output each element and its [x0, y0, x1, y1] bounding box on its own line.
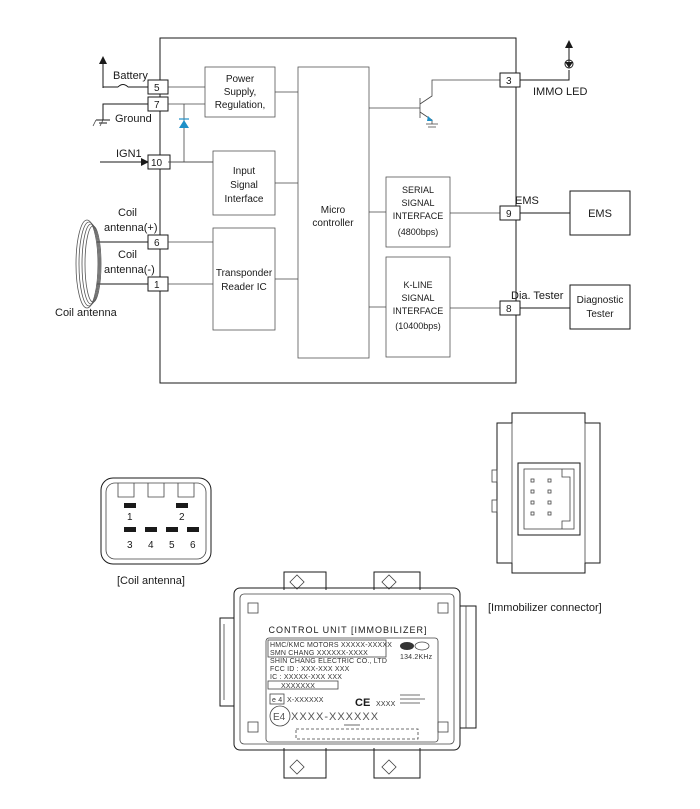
svg-text:5: 5 [169, 540, 175, 551]
coil-neg-label-1: Coil [118, 249, 137, 261]
svg-text:Transponder: Transponder [216, 268, 273, 279]
svg-text:IC : XXXXX-XXX XXX: IC : XXXXX-XXX XXX [270, 674, 342, 681]
unit-label-plate: CONTROL UNIT [IMMOBILIZER] HMC/KMC MOTOR… [265, 625, 439, 743]
svg-text:(10400bps): (10400bps) [395, 321, 441, 331]
svg-text:e 4: e 4 [272, 697, 282, 704]
ground-pin: Ground 7 [92, 96, 169, 127]
pin-3-number: 3 [506, 76, 512, 87]
svg-text:Diagnostic: Diagnostic [577, 295, 624, 306]
svg-text:3: 3 [127, 540, 133, 551]
diode-symbol [168, 103, 213, 163]
pin-7-number: 7 [154, 100, 160, 111]
coil-antenna-connector: 1 2 3 4 5 6 [Coil antenna] [100, 477, 212, 587]
power-supply-block: Power Supply, Regulation, [204, 66, 276, 118]
svg-text:XXXX: XXXX [376, 701, 396, 708]
svg-text:SIGNAL: SIGNAL [401, 293, 434, 303]
pin-1-number: 1 [154, 280, 160, 291]
immobilizer-connector: [Immobilizer connector] [488, 412, 602, 614]
battery-pin: Battery 5 [99, 56, 169, 95]
ems-box-label: EMS [588, 208, 612, 220]
svg-text:6: 6 [190, 540, 196, 551]
svg-text:Micro: Micro [321, 205, 346, 216]
immobilizer-connector-caption: [Immobilizer connector] [488, 602, 602, 614]
pin-8-number: 8 [506, 304, 512, 315]
ems-box [569, 190, 631, 236]
pin-9-number: 9 [506, 209, 512, 220]
input-signal-block: Input Signal Interface [212, 150, 276, 216]
svg-text:Tester: Tester [586, 309, 614, 320]
dia-tester-pin: 8 Dia. Tester Diagnostic Tester [499, 284, 631, 330]
pin-5-number: 5 [154, 83, 160, 94]
svg-text:1: 1 [127, 512, 133, 523]
ce-mark: CE [355, 697, 370, 709]
kline-interface-block: K-LINE SIGNAL INTERFACE (10400bps) [385, 256, 451, 358]
coil-pos-label-1: Coil [118, 207, 137, 219]
svg-text:SHIN CHANG ELECTRIC CO., LTD: SHIN CHANG ELECTRIC CO., LTD [270, 658, 387, 665]
coil-pos-pin: Coil antenna(+) 6 [97, 207, 169, 250]
svg-text:K-LINE: K-LINE [403, 280, 432, 290]
pin-6-number: 6 [154, 238, 160, 249]
coil-antenna-caption: Coil antenna [55, 307, 118, 319]
coil-pos-label-2: antenna(+) [104, 222, 158, 234]
svg-text:SMN CHANG XXXXXX-XXXX: SMN CHANG XXXXXX-XXXX [270, 650, 368, 657]
ground-label: Ground [115, 113, 152, 125]
svg-text:HMC/KMC MOTORS XXXXX-XXXXX: HMC/KMC MOTORS XXXXX-XXXXX [270, 642, 392, 649]
ems-pin: 9 EMS EMS [499, 190, 631, 236]
svg-text:Regulation,: Regulation, [215, 100, 266, 111]
svg-text:Signal: Signal [230, 180, 258, 191]
ign1-pin: IGN1 10 [100, 148, 171, 170]
immo-led-label: IMMO LED [533, 86, 587, 98]
svg-text:Power: Power [226, 74, 255, 85]
svg-text:2: 2 [179, 512, 185, 523]
svg-text:Reader IC: Reader IC [221, 282, 267, 293]
svg-text:XXXXXXX: XXXXXXX [281, 683, 315, 690]
svg-text:Interface: Interface [225, 194, 264, 205]
svg-text:controller: controller [312, 218, 354, 229]
coil-antenna-connector-caption: [Coil antenna] [117, 575, 185, 587]
svg-text:E4: E4 [273, 712, 286, 723]
battery-label: Battery [113, 70, 148, 82]
diagnostic-tester-box [569, 284, 631, 330]
svg-text:XXXX-XXXXXX: XXXX-XXXXXX [291, 711, 379, 723]
transponder-block: Transponder Reader IC [212, 227, 276, 331]
svg-text:(4800bps): (4800bps) [398, 227, 439, 237]
coil-neg-label-2: antenna(-) [104, 264, 155, 276]
microcontroller-block: Micro controller [297, 66, 370, 359]
svg-text:4: 4 [148, 540, 154, 551]
internal-wiring [168, 79, 500, 309]
pin-10-number: 10 [151, 158, 163, 169]
unit-title: CONTROL UNIT [IMMOBILIZER] [268, 625, 427, 635]
coil-neg-pin: Coil antenna(-) 1 [97, 249, 169, 292]
svg-text:Supply,: Supply, [224, 87, 257, 98]
svg-text:INTERFACE: INTERFACE [393, 306, 444, 316]
svg-text:SIGNAL: SIGNAL [401, 198, 434, 208]
immo-led-pin: 3 IMMO LED [499, 40, 587, 98]
serial-interface-block: SERIAL SIGNAL INTERFACE (4800bps) [385, 176, 451, 248]
ems-label: EMS [515, 195, 539, 207]
ign1-label: IGN1 [116, 148, 142, 160]
svg-text:Input: Input [233, 166, 255, 177]
coil-antenna-loops: Coil antenna [55, 219, 118, 319]
svg-text:SERIAL: SERIAL [402, 185, 434, 195]
svg-text:INTERFACE: INTERFACE [393, 211, 444, 221]
svg-text:FCC ID : XXX-XXX XXX: FCC ID : XXX-XXX XXX [270, 666, 350, 673]
svg-text:X-XXXXXX: X-XXXXXX [287, 697, 324, 704]
dia-tester-label: Dia. Tester [511, 290, 564, 302]
svg-text:134.2KHz: 134.2KHz [400, 654, 433, 661]
control-unit-body [219, 571, 477, 779]
